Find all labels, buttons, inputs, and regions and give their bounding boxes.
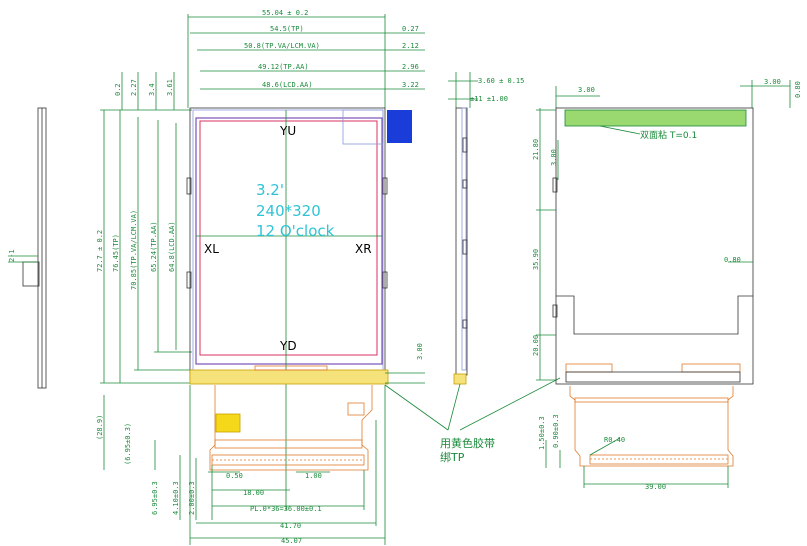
- dim-va-height: 70.85(TP.VA/LCM.VA): [130, 210, 138, 290]
- dim-top-small-1: 2.27: [130, 79, 138, 96]
- label-yu: YU: [279, 124, 296, 138]
- front-view: 55.04 ± 0.2 54.5(TP) 50.8(TP.VA/LCM.VA) …: [96, 9, 425, 545]
- dim-tp-height: 76.45(TP): [112, 234, 120, 272]
- dim-bottom-overall: 45.07: [281, 537, 302, 545]
- note-line-1: 用黄色胶带: [440, 436, 495, 450]
- back-dim-corner: 0.80: [794, 81, 802, 98]
- screen-resolution-text: 240*320: [256, 202, 321, 220]
- tape-note: 用黄色胶带 绑TP: [384, 377, 561, 464]
- dim-fpc-b: 6.95±0.3: [151, 481, 159, 515]
- dim-pin-offset: 18.00: [243, 489, 264, 497]
- fpc-chip: [215, 413, 241, 433]
- adhesive-area: [564, 109, 747, 127]
- label-xr: XR: [355, 242, 372, 256]
- dim-overall-height: 72.7 ± 0.2: [96, 230, 104, 272]
- dim-fpc-width: 41.70: [280, 522, 301, 530]
- side-thickness-dim: 3.60 ± 0.15: [478, 77, 524, 85]
- dim-tp-aa-width: 49.12(TP.AA): [258, 63, 309, 71]
- left-edge-view: 2-1: [8, 107, 47, 389]
- dim-fpc-c: 4.10±0.3: [172, 481, 180, 515]
- dim-lcd-aa-width: 48.6(LCD.AA): [262, 81, 313, 89]
- screen-size-text: 3.2': [256, 181, 284, 199]
- back-dim-b: 3.00: [550, 149, 558, 166]
- back-dim-right: 3.00: [764, 78, 781, 86]
- label-xl: XL: [204, 242, 219, 256]
- dim-overall-width: 55.04 ± 0.2: [262, 9, 308, 17]
- dim-right-2: 2.96: [402, 63, 419, 71]
- screen-orientation-text: 12 O'clock: [256, 222, 335, 240]
- label-yd: YD: [279, 339, 297, 353]
- note-line-2: 绑TP: [440, 451, 465, 464]
- back-fpc-dim-b: 0.90±0.3: [552, 414, 560, 448]
- side-yellow-tape: [453, 373, 467, 385]
- tp-tail-blue: [387, 110, 412, 143]
- dim-fpc-length: (28.9): [96, 415, 104, 440]
- back-view: 3.00 3.00 0.80 双面粘 T=0.1 21.80 3.00 35.9…: [532, 78, 802, 491]
- fpc-cable: [209, 385, 373, 471]
- dim-lcd-aa-height: 64.8(LCD.AA): [168, 221, 176, 272]
- dim-top-small-0: 0.2: [114, 83, 122, 96]
- back-fpc-radius: R0.40: [604, 436, 625, 444]
- adhesive-label: 双面粘 T=0.1: [640, 129, 697, 141]
- dim-tail-3: 3.00: [416, 343, 424, 360]
- dim-pin-width: 0.50: [226, 472, 243, 480]
- dim-fpc-a: (6.95±0.3): [124, 423, 132, 465]
- back-dim-left: 3.00: [578, 86, 595, 94]
- dim-right-3: 3.22: [402, 81, 419, 89]
- yellow-tape-strip: [189, 369, 389, 385]
- back-dim-d: 20.00: [532, 335, 540, 356]
- side-view: 3.60 ± 0.15 ±11 ±1.00: [448, 72, 524, 385]
- back-fpc: [569, 386, 734, 467]
- back-fpc-width: 39.00: [645, 483, 666, 491]
- back-fpc-dim-a: 1.50±0.3: [538, 416, 546, 450]
- dim-right-1: 2.12: [402, 42, 419, 50]
- back-dim-c: 35.90: [532, 249, 540, 270]
- dim-right-0: 0.27: [402, 25, 419, 33]
- side-offset-dim: ±11 ±1.00: [470, 95, 508, 103]
- dim-top-small-2: 3.4: [148, 83, 156, 96]
- dim-tp-aa-height: 65.24(TP.AA): [150, 221, 158, 272]
- dim-tp-width: 54.5(TP): [270, 25, 304, 33]
- dim-pin-pitch: 1.00: [305, 472, 322, 480]
- dim-fpc-d: 2.00±0.3: [188, 481, 196, 515]
- dim-top-small-3: 3.61: [166, 79, 174, 96]
- dim-pin-span: PL.0*36=36.00±0.1: [250, 505, 322, 513]
- edge-thickness-dim: 2-1: [8, 249, 16, 262]
- back-dim-a: 21.80: [532, 139, 540, 160]
- dim-va-width: 50.8(TP.VA/LCM.VA): [244, 42, 320, 50]
- back-dim-right-small: 0.80: [724, 256, 741, 264]
